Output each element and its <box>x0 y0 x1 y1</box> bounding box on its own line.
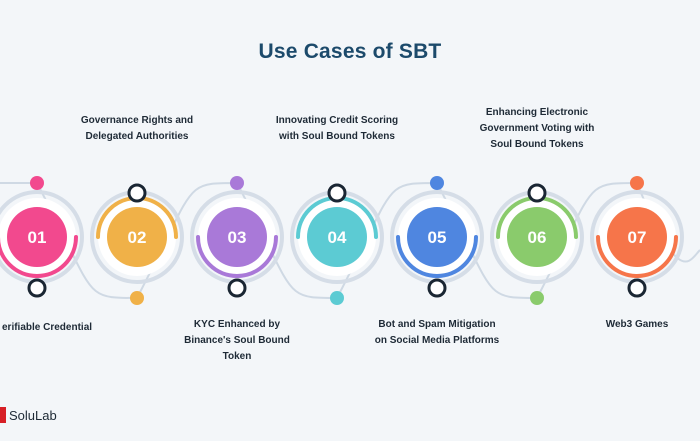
step-06-disc <box>507 207 567 267</box>
step-07-dot <box>630 176 644 190</box>
connector-track <box>0 181 700 300</box>
step-03-number: 03 <box>228 228 247 247</box>
step-01-number: 01 <box>28 228 47 247</box>
step-03-dot <box>230 176 244 190</box>
diagram-title: Use Cases of SBT <box>258 40 442 63</box>
step-03-arc <box>196 235 278 278</box>
step-04-dot <box>330 291 344 305</box>
step-05-label: Bot and Spam Mitigation on Social Media … <box>374 319 500 346</box>
step-02-number: 02 <box>128 228 147 247</box>
step-02-dot <box>130 291 144 305</box>
step-06-label: Enhancing Electronic Government Voting w… <box>479 107 595 150</box>
step-02-node <box>127 183 147 203</box>
step-06-number: 06 <box>528 228 547 247</box>
brand-mark-icon <box>0 407 6 423</box>
step-05-node <box>427 278 447 298</box>
brand-logo: SoluLab <box>0 404 57 426</box>
brand-name: SoluLab <box>9 407 57 423</box>
step-03-node <box>227 278 247 298</box>
step-05-dot <box>430 176 444 190</box>
step-05-arc <box>396 235 478 278</box>
step-02-label: Governance Rights and Delegated Authorit… <box>80 115 194 142</box>
step-03-label: KYC Enhanced by Binance's Soul Bound Tok… <box>184 319 290 362</box>
step-01-disc <box>7 207 67 267</box>
step-04-node <box>327 183 347 203</box>
step-07-disc <box>607 207 667 267</box>
step-02-disc <box>107 207 167 267</box>
step-03-disc <box>207 207 267 267</box>
step-06-dot <box>530 291 544 305</box>
step-04-number: 04 <box>328 228 347 247</box>
step-01-label: erifiable Credential <box>2 322 93 333</box>
step-05-disc <box>407 207 467 267</box>
step-07-arc <box>596 235 678 278</box>
step-01-dot <box>30 176 44 190</box>
step-01-arc <box>0 235 78 278</box>
step-04-disc <box>307 207 367 267</box>
step-07-label: Web3 Games <box>605 319 669 330</box>
step-06-node <box>527 183 547 203</box>
step-05-number: 05 <box>428 228 447 247</box>
step-01-node <box>27 278 47 298</box>
step-04-label: Innovating Credit Scoring with Soul Boun… <box>275 115 399 142</box>
step-07-number: 07 <box>628 228 647 247</box>
step-07-node <box>627 278 647 298</box>
